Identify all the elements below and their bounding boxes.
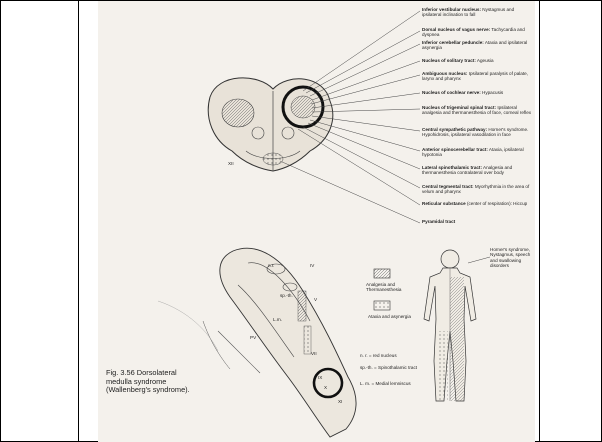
- label-ix: IX: [318, 375, 322, 380]
- label-pv: PV: [250, 335, 256, 340]
- label-inferior-vestibular: Inferior vestibular nucleus: Nystagmus a…: [422, 7, 534, 18]
- label-anterior-spinocerebellar: Anterior spinocerebellar tract: Ataxia, …: [422, 147, 534, 158]
- column-divider-right: [539, 0, 540, 442]
- label-xii: XII: [228, 161, 234, 166]
- label-cochlear-nerve: Nucleus of cochlear nerve: Hypacusis: [422, 90, 534, 95]
- label-inferior-cerebellar: Inferior cerebellar peduncle: Ataxia and…: [422, 40, 534, 51]
- label-vii: VII: [311, 351, 317, 356]
- horner-note: Horner's syndrome, Nystagmus, speech and…: [490, 247, 532, 269]
- label-v: V: [314, 297, 317, 302]
- abbrev-nr: n. r. = red nucleus: [360, 353, 420, 358]
- abbrev-lm: L. m. = Medial lemniscus: [360, 381, 422, 386]
- label-reticular-substance: Reticular substance (center of respirati…: [422, 201, 534, 206]
- label-xi: XI: [338, 399, 342, 404]
- label-sp: sp.-th.: [280, 293, 293, 298]
- label-ambiguous-nucleus: Ambiguous nucleus: Ipsilateral paralysis…: [422, 71, 534, 82]
- label-central-tegmental: Central tegmental tract: Myorhythmia in …: [422, 184, 534, 195]
- scanned-page: Inferior vestibular nucleus: Nystagmus a…: [98, 1, 535, 442]
- label-iv: IV: [310, 263, 314, 268]
- label-x: X: [324, 385, 327, 390]
- label-solitary-tract: Nucleus of solitary tract: Ageusia: [422, 58, 534, 63]
- legend-analgesia: Analgesia and Thermanesthesia: [366, 282, 426, 293]
- label-central-sympathetic: Central sympathetic pathway: Horner's sy…: [422, 127, 534, 138]
- label-nr: n.r.: [268, 263, 274, 268]
- label-lm: L.m.: [273, 317, 282, 322]
- label-trigeminal: Nucleus of trigeminal spinal tract: Ipsi…: [422, 105, 534, 116]
- label-dorsal-vagus: Dorsal nucleus of vagus nerve: Tachycard…: [422, 27, 534, 38]
- abbrev-sp: sp.-th. = Spinothalamic tract: [360, 365, 422, 370]
- label-pyramidal-tract: Pyramidal tract: [422, 219, 534, 224]
- label-lateral-spinothalamic: Lateral spinothalamic tract: Analgesia a…: [422, 165, 534, 176]
- figure-caption: Fig. 3.56 Dorsolateral medulla syndrome …: [106, 369, 196, 395]
- column-divider-left: [78, 0, 79, 442]
- legend-ataxia: Ataxia and asynergia: [368, 314, 418, 319]
